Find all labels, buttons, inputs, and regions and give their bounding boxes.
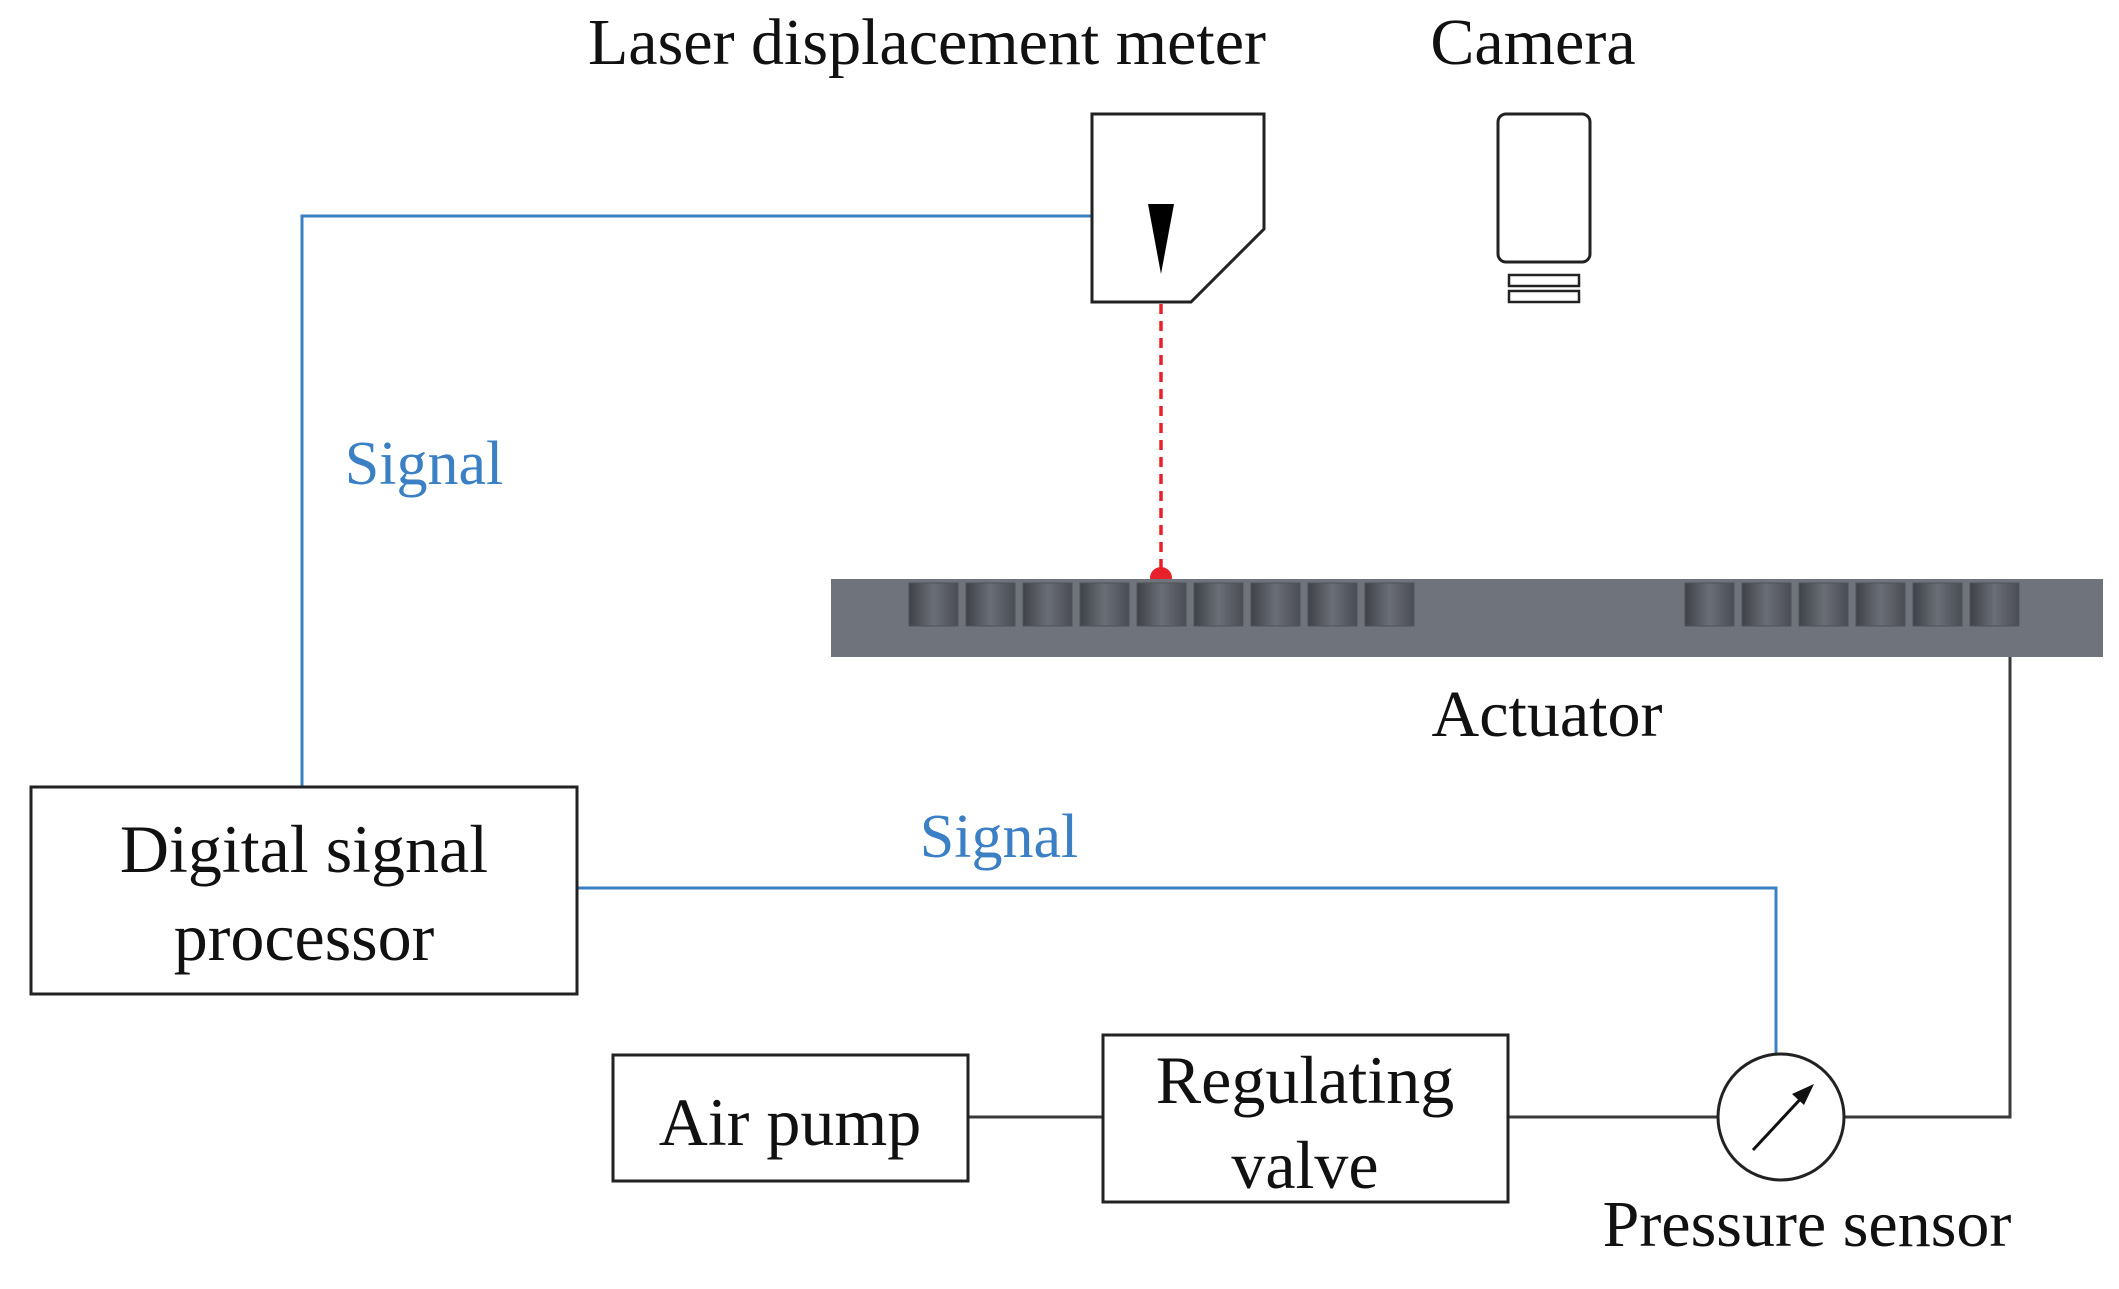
air-pump-label: Air pump bbox=[659, 1084, 922, 1160]
actuator-chamber-left-1 bbox=[908, 582, 959, 627]
actuator-chamber-right-3 bbox=[1798, 582, 1849, 627]
air-line-sensor-to-actuator bbox=[1845, 656, 2012, 1119]
regulating-valve-box bbox=[1101, 1033, 1510, 1204]
actuator-chamber-left-5 bbox=[1136, 582, 1187, 627]
regulating-valve-label-line1: Regulating bbox=[1156, 1042, 1454, 1118]
signal-line-sensor-to-dsp bbox=[577, 886, 1778, 1055]
actuator-chamber-right-1 bbox=[1684, 582, 1735, 627]
camera-label: Camera bbox=[1430, 6, 1635, 79]
dsp-label-line1: Digital signal bbox=[120, 811, 488, 887]
actuator-chambers-right bbox=[1684, 582, 2020, 627]
dsp-label-line2: processor bbox=[174, 899, 435, 975]
actuator-chamber-right-2 bbox=[1741, 582, 1792, 627]
laser-emitter-triangle-icon bbox=[1148, 204, 1174, 274]
pressure-gauge-needle bbox=[1751, 1091, 1808, 1152]
regulating-valve-label-line2: valve bbox=[1231, 1127, 1378, 1203]
signal-line-laser-to-dsp bbox=[300, 214, 1092, 787]
actuator-label: Actuator bbox=[1432, 678, 1663, 751]
actuator-chamber-left-6 bbox=[1193, 582, 1244, 627]
pressure-sensor-label: Pressure sensor bbox=[1603, 1188, 2012, 1261]
signal-label-top: Signal bbox=[345, 430, 503, 498]
actuator-chamber-right-4 bbox=[1855, 582, 1906, 627]
actuator-chamber-left-3 bbox=[1022, 582, 1073, 627]
actuator-chambers-left bbox=[908, 582, 1415, 627]
laser-meter-label: Laser displacement meter bbox=[588, 6, 1266, 79]
actuator-chamber-left-2 bbox=[965, 582, 1016, 627]
actuator-chamber-right-5 bbox=[1912, 582, 1963, 627]
signal-label-middle: Signal bbox=[920, 803, 1078, 871]
camera-lens-ring-1 bbox=[1507, 273, 1581, 288]
pressure-gauge-needle-arrowhead bbox=[1792, 1084, 1814, 1105]
camera-lens-ring-2 bbox=[1507, 289, 1581, 304]
pressure-sensor-gauge-icon bbox=[1716, 1052, 1846, 1182]
laser-meter-body bbox=[1090, 112, 1266, 304]
actuator-chamber-left-4 bbox=[1079, 582, 1130, 627]
air-pump-box bbox=[611, 1053, 970, 1183]
actuator-chamber-left-8 bbox=[1307, 582, 1358, 627]
actuator-chamber-left-9 bbox=[1364, 582, 1415, 627]
actuator-chamber-left-7 bbox=[1250, 582, 1301, 627]
camera-body-icon bbox=[1496, 112, 1592, 264]
actuator-chamber-right-6 bbox=[1969, 582, 2020, 627]
actuator-body bbox=[831, 579, 2103, 657]
dsp-box bbox=[29, 785, 579, 996]
